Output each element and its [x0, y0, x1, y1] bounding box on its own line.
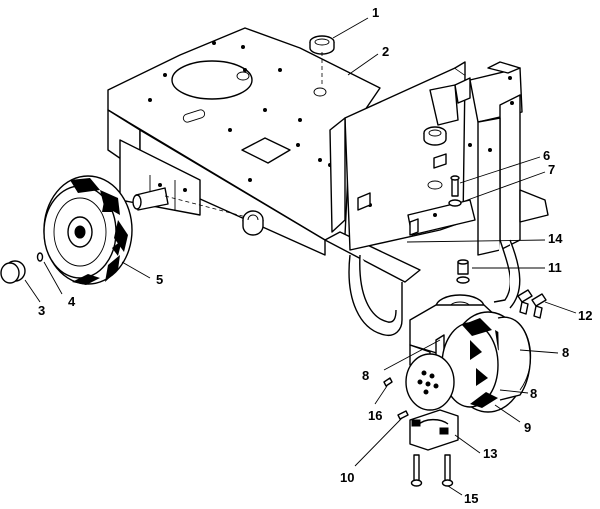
caster-clamp-block: [409, 409, 459, 451]
callout-8a: 8: [362, 368, 369, 383]
nut-11: [456, 259, 470, 284]
caster-side-cap: [497, 316, 532, 401]
callout-3: 3: [38, 303, 45, 318]
callout-labels: 1 2 3 4 5 6 7 8 8 8 9 10 11 12 13 14 15 …: [38, 5, 592, 506]
callout-5: 5: [156, 272, 163, 287]
caster-front-plate: [405, 353, 455, 411]
callout-16: 16: [368, 408, 382, 423]
grease-fittings-12: [517, 289, 547, 319]
caster-fork: [348, 239, 521, 337]
bearing-ring: [423, 126, 447, 146]
callout-4: 4: [68, 294, 76, 309]
callout-15: 15: [464, 491, 478, 506]
chassis-frame: [107, 27, 421, 283]
washer: [36, 252, 44, 262]
callout-14: 14: [548, 231, 563, 246]
callout-7: 7: [548, 162, 555, 177]
clamp-pin: [383, 377, 409, 420]
left-wheel: [43, 175, 133, 285]
bolts-15: [410, 454, 454, 487]
bushing-cap: [309, 35, 335, 55]
axle-collar: [242, 210, 264, 236]
callout-11: 11: [548, 260, 562, 275]
callout-1: 1: [372, 5, 379, 20]
hub-cap: [0, 260, 26, 284]
callout-2: 2: [382, 44, 389, 59]
bolt-6: [450, 175, 460, 197]
callout-13: 13: [483, 446, 497, 461]
callout-9: 9: [524, 420, 531, 435]
leader-lines: [24, 17, 577, 496]
callout-6: 6: [543, 148, 550, 163]
callout-12: 12: [578, 308, 592, 323]
washer-7: [448, 199, 462, 207]
callout-10: 10: [340, 470, 354, 485]
upright-bracket: [329, 61, 549, 256]
axle-line: [164, 195, 251, 219]
callout-8c: 8: [530, 386, 537, 401]
callout-8b: 8: [562, 345, 569, 360]
